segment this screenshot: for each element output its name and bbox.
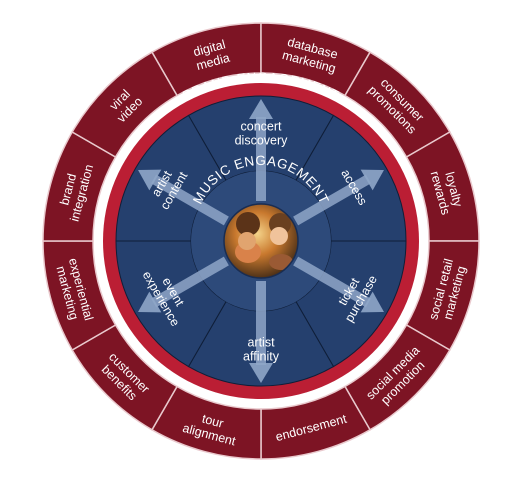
inner-segment-artist-affinity-label-line: artist xyxy=(247,336,275,350)
inner-segment-artist-affinity-label-line: affinity xyxy=(243,350,280,364)
arrow-event-experience xyxy=(138,256,229,313)
arrow-artist-content xyxy=(138,169,229,226)
arrows-group xyxy=(138,99,384,383)
outer-segments-group xyxy=(42,22,480,460)
inner-segment-concert-discovery-label-line: concert xyxy=(241,120,283,134)
arrow-access xyxy=(293,169,384,226)
center-photo xyxy=(224,204,298,278)
arrow-concert-discovery xyxy=(249,99,273,201)
arrow-artist-affinity xyxy=(249,281,273,383)
segment-tour-alignment-label-line: tour xyxy=(201,412,225,431)
segment-viral-video xyxy=(71,51,179,159)
arrow-ticket-purchase xyxy=(293,256,384,313)
inner-segment-concert-discovery-label-line: discovery xyxy=(235,134,289,148)
